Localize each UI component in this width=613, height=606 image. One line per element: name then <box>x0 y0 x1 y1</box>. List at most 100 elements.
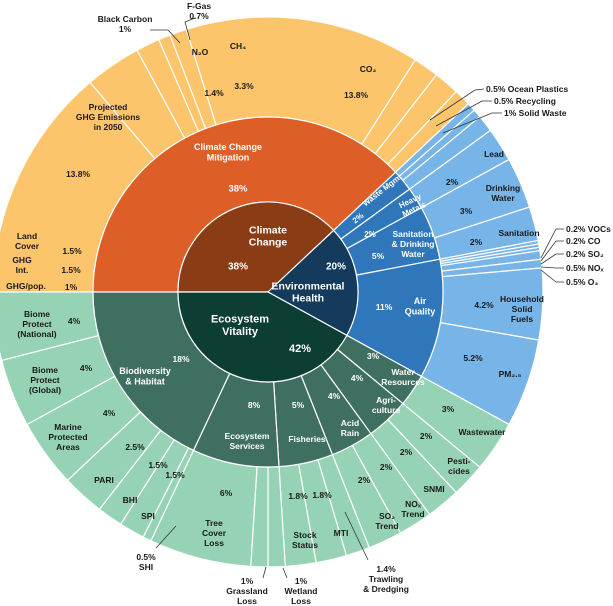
callout-line <box>184 17 196 41</box>
indicator-label: 0.2% CO <box>566 236 601 246</box>
indicator-label: BHI <box>123 495 138 505</box>
indicator-label: MTI <box>334 528 349 538</box>
indicator-value: 1.4% <box>204 88 224 98</box>
category-ecosystem-vitality <box>177 291 348 383</box>
subcategory-value: 4% <box>328 391 341 401</box>
callout-line <box>262 566 267 579</box>
category-climate-change <box>177 201 335 293</box>
indicator-value: 3% <box>442 404 455 414</box>
indicator-label: Sanitation <box>498 228 539 238</box>
indicator-label: 0.5% Recycling <box>494 96 556 106</box>
subcategory-label: Fisheries <box>288 434 326 444</box>
indicator-label: 0.5% NOₓ <box>566 263 604 273</box>
indicator-label: N₂O <box>192 47 209 57</box>
subcategory-value: 38% <box>228 183 248 194</box>
indicator-value: 2% <box>470 237 483 247</box>
callout-line <box>155 525 177 549</box>
indicator-label: PM₂.₅ <box>499 369 522 379</box>
indicator-label: CO₂ <box>360 64 377 74</box>
indicator-label: 0.5% Ocean Plastics <box>486 84 568 94</box>
indicator-label: CH₄ <box>230 41 246 51</box>
indicator-value: 5.2% <box>463 353 483 363</box>
indicator-value: 1% <box>65 282 78 292</box>
indicator-value: 1.5% <box>62 246 82 256</box>
callout-line <box>540 266 564 269</box>
indicator-value: 6% <box>220 488 233 498</box>
category-environmental-health <box>266 229 359 337</box>
indicator-value: 2.5% <box>125 442 145 452</box>
callout-lines <box>150 17 564 579</box>
indicator-value: 13.8% <box>66 169 91 179</box>
indicator-value: 1.5% <box>61 265 81 275</box>
indicator-value: 2% <box>358 475 371 485</box>
callout-line <box>282 567 288 579</box>
indicator-value: 2% <box>420 431 433 441</box>
subcategory-value: 11% <box>376 302 393 312</box>
indicator-label: SPI <box>141 511 155 521</box>
indicator-value: 3% <box>460 206 473 216</box>
indicator-value: 4% <box>80 363 93 373</box>
indicator-value: 2% <box>446 177 459 187</box>
indicator-label: 0.2% SO₂ <box>566 249 604 259</box>
subcategory-value: 8% <box>248 400 261 410</box>
indicator-value: 13.8% <box>344 90 369 100</box>
callout-line <box>540 253 564 265</box>
indicator-label: PARI <box>94 475 114 485</box>
indicator-value: 1.8% <box>312 490 332 500</box>
callout-line <box>429 88 485 121</box>
indicator-value: 4% <box>103 408 116 418</box>
inner-ring <box>177 201 359 383</box>
indicator-label: 0.5% O₃ <box>566 277 598 287</box>
callout-line <box>540 228 564 259</box>
indicator-label: 1% Solid Waste <box>504 108 567 118</box>
category-value: 42% <box>289 343 311 355</box>
indicator-label: SNMI <box>423 484 444 494</box>
callout-line <box>540 269 564 283</box>
subcategory-value: 5% <box>372 251 385 261</box>
subcategory-value: 2% <box>364 230 376 239</box>
indicator-value: 3.3% <box>234 81 254 91</box>
subcategory-value: 3% <box>367 351 380 361</box>
indicator-value: 1.5% <box>165 470 185 480</box>
subcategory-value: 4% <box>351 373 364 383</box>
subcategory-label: Agri-culture <box>372 395 401 415</box>
indicator-value: 4.2% <box>474 300 494 310</box>
subcategory-label: Biodiversity& Habitat <box>119 366 171 386</box>
subcategory-value: 18% <box>172 354 189 364</box>
callout-line <box>150 29 181 44</box>
indicator-label: Wastewater <box>459 427 507 437</box>
callout-line <box>435 100 492 127</box>
callout-line <box>540 240 564 262</box>
category-value: 20% <box>326 262 346 273</box>
indicator-label: 0.5%SHI <box>136 552 156 572</box>
indicator-label: 1.4%Trawling& Dredging <box>363 564 409 594</box>
indicator-value: 1.8% <box>288 491 308 501</box>
indicator-label: GHG/pop. <box>6 281 46 291</box>
indicator-label: Pesti-cides <box>447 456 470 476</box>
middle-ring <box>92 116 444 468</box>
callout-line <box>344 511 369 561</box>
